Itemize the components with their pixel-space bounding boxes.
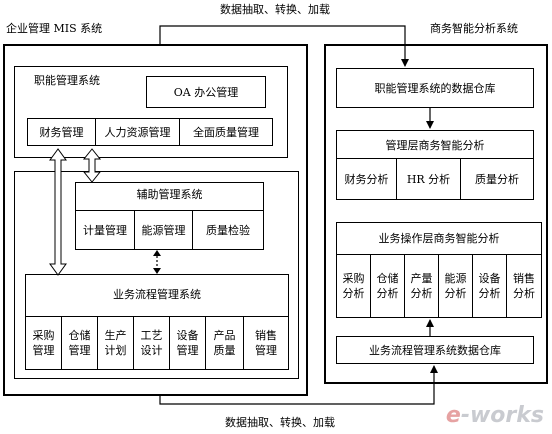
business-data-warehouse-label: 业务流程管理系统数据仓库: [369, 344, 501, 357]
operational-item-sales: 销售分析: [513, 272, 535, 300]
business-item-purchase: 采购管理: [26, 317, 62, 369]
auxiliary-management-title: 辅助管理系统: [136, 188, 203, 201]
management-item-quality: 质量分析: [475, 172, 519, 186]
business-item-sales: 销售管理: [255, 329, 277, 357]
business-item-production: 生产计划: [98, 317, 134, 369]
management-item-hr: HR 分析: [397, 159, 461, 199]
auxiliary-item-energy: 能源管理: [135, 211, 193, 249]
functional-operations-double-arrow: [82, 148, 102, 183]
business-process-title: 业务流程管理系统: [113, 288, 201, 301]
business-item-equipment: 设备管理: [170, 317, 206, 369]
operational-item-energy: 能源分析: [439, 255, 473, 317]
functional-item-quality: 全面质量管理: [193, 125, 259, 139]
operational-item-output: 产量分析: [405, 255, 439, 317]
auxiliary-item-metering: 计量管理: [76, 211, 135, 249]
mis-system-title: 企业管理 MIS 系统: [6, 22, 103, 35]
business-data-warehouse: 业务流程管理系统数据仓库: [336, 336, 534, 364]
auxiliary-item-inspection: 质量检验: [206, 223, 250, 237]
operational-item-equipment: 设备分析: [473, 255, 507, 317]
functional-data-warehouse: 职能管理系统的数据仓库: [336, 68, 534, 108]
functional-item-hr: 人力资源管理: [96, 119, 180, 145]
bottom-flow-arrow: [159, 365, 438, 405]
functional-business-double-arrow: [49, 148, 67, 276]
top-flow-arrow: [159, 25, 409, 67]
business-items-row: 采购管理 仓储管理 生产计划 工艺设计 设备管理 产品质量 销售管理: [25, 316, 289, 370]
oa-label: OA 办公管理: [173, 86, 239, 99]
functional-items-row: 财务管理 人力资源管理 全面质量管理: [27, 118, 273, 146]
auxiliary-items-row: 计量管理 能源管理 质量检验: [75, 210, 264, 250]
eworks-logo: e-works: [445, 403, 544, 428]
management-bi-items-row: 财务分析 HR 分析 质量分析: [336, 158, 534, 200]
operational-bi-items-row: 采购分析 仓储分析 产量分析 能源分析 设备分析 销售分析: [336, 254, 542, 318]
business-item-warehouse: 仓储管理: [62, 317, 98, 369]
bottom-flow-label: 数据抽取、转换、加载: [225, 416, 335, 429]
functional-item-finance: 财务管理: [28, 119, 96, 145]
business-item-process: 工艺设计: [134, 317, 170, 369]
business-item-product-quality: 产品质量: [206, 317, 244, 369]
oa-box: OA 办公管理: [146, 76, 266, 108]
functional-data-warehouse-label: 职能管理系统的数据仓库: [374, 82, 496, 95]
management-bi-title: 管理层商务智能分析: [385, 139, 485, 152]
top-flow-label: 数据抽取、转换、加载: [220, 3, 330, 16]
functional-management-title: 职能管理系统: [34, 74, 100, 87]
management-item-finance: 财务分析: [337, 159, 397, 199]
operational-item-purchase: 采购分析: [337, 255, 371, 317]
bi-system-title: 商务智能分析系统: [430, 22, 518, 35]
operational-bi-title: 业务操作层商务智能分析: [378, 232, 500, 245]
operational-item-warehouse: 仓储分析: [371, 255, 405, 317]
